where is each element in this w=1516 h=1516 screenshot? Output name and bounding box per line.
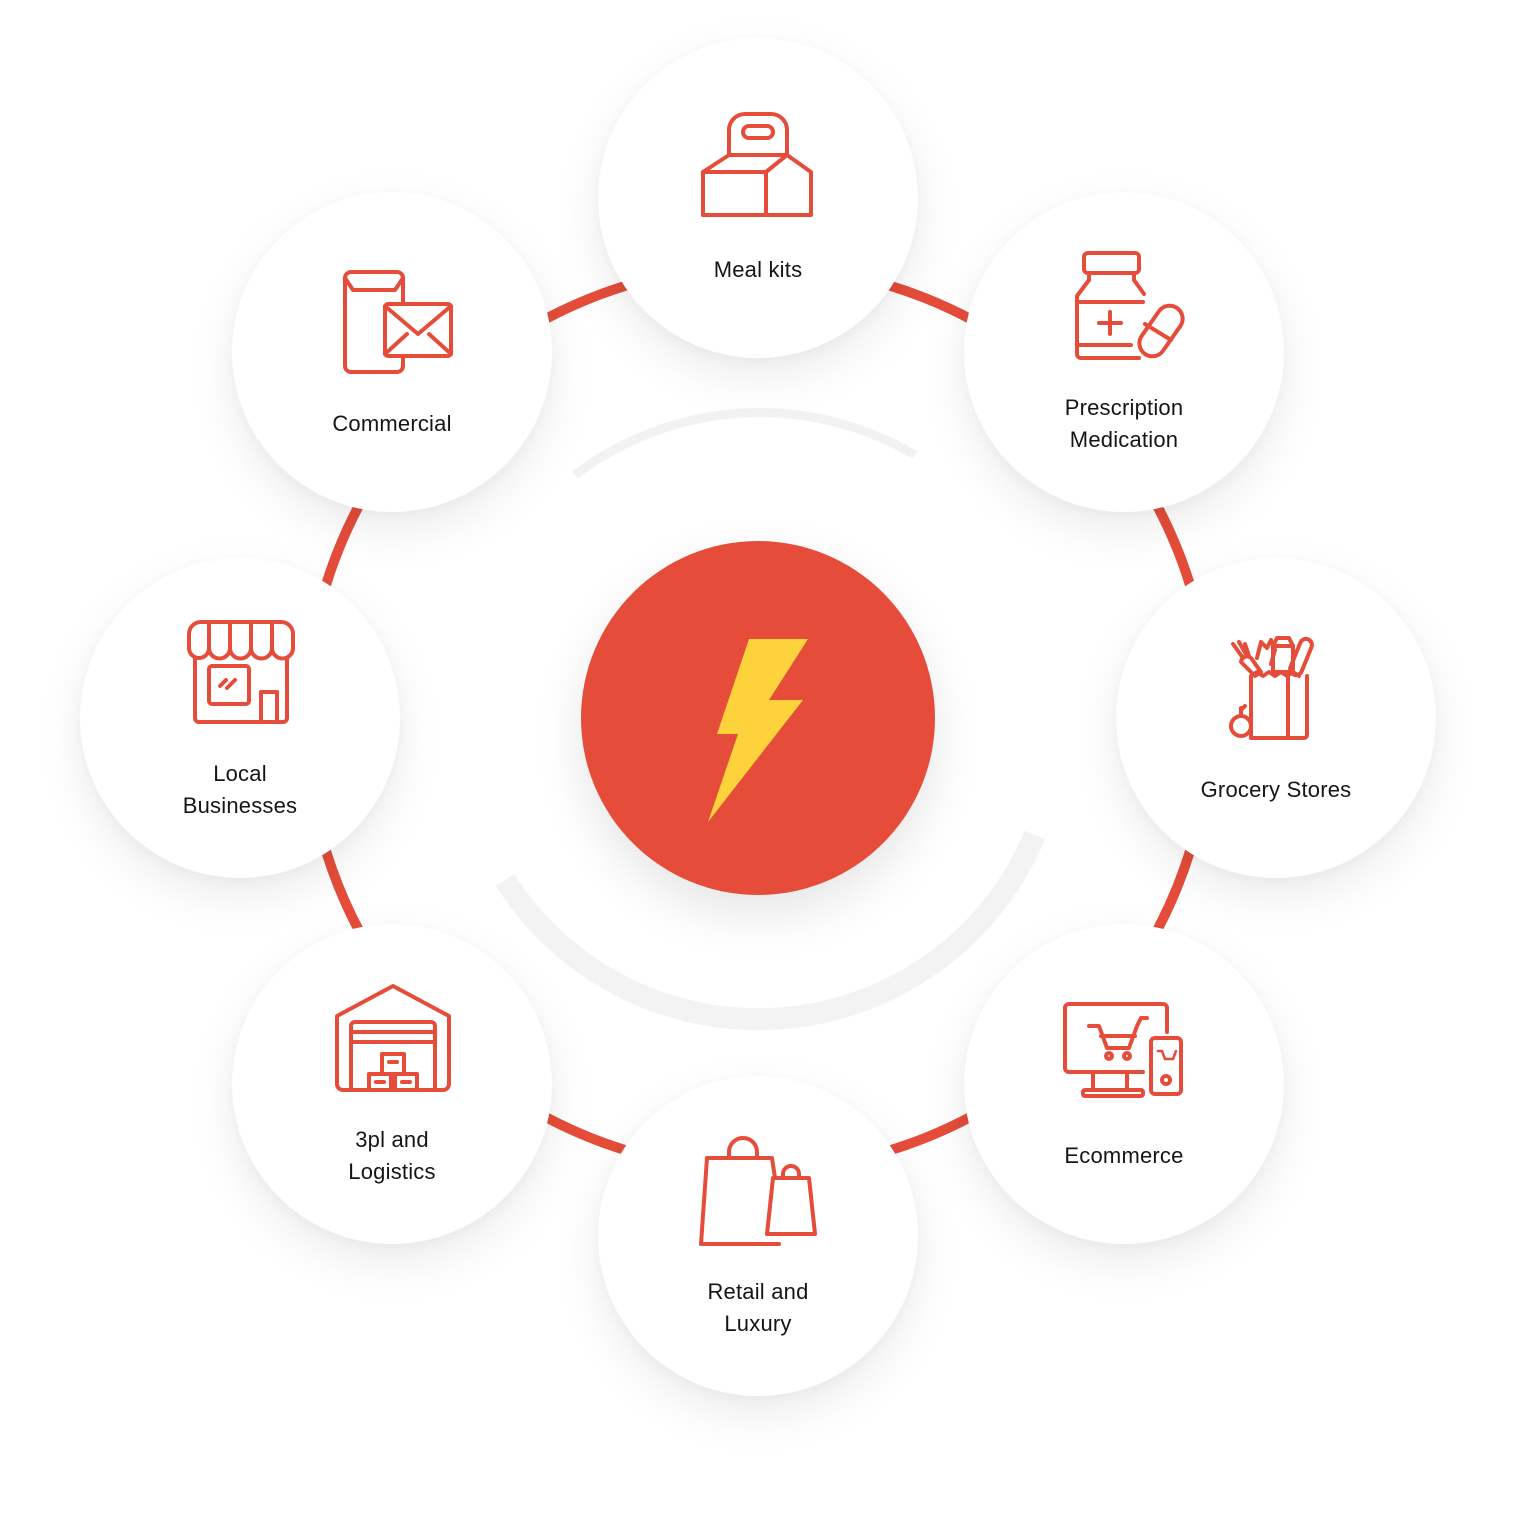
storefront-icon	[175, 614, 305, 734]
node-label: 3pl and Logistics	[348, 1127, 436, 1184]
node-label: Meal kits	[713, 257, 803, 282]
node-grocery-stores[interactable]: Grocery Stores	[1116, 558, 1436, 878]
pill-bottle-icon	[1059, 248, 1189, 368]
node-label: Ecommerce	[1064, 1143, 1184, 1168]
center-hub	[581, 541, 935, 895]
decorative-arc-top	[572, 408, 918, 479]
shopping-bags-icon	[693, 1132, 823, 1252]
computer-cart-icon	[1059, 996, 1189, 1116]
node-label: Retail and Luxury	[707, 1279, 809, 1336]
node-label: Local Businesses	[182, 761, 298, 818]
node-label: Prescription Medication	[1064, 395, 1184, 452]
node-label: Commercial	[332, 411, 452, 436]
node-retail-and-luxury[interactable]: Retail and Luxury	[598, 1076, 918, 1396]
node-3pl-and-logistics[interactable]: 3pl and Logistics	[232, 924, 552, 1244]
node-label: Grocery Stores	[1200, 777, 1352, 802]
decorative-arc-bottom	[495, 830, 1046, 1031]
node-meal-kits[interactable]: Meal kits	[598, 38, 918, 358]
node-commercial[interactable]: Commercial	[232, 192, 552, 512]
grocery-bag-icon	[1211, 630, 1341, 750]
node-ecommerce[interactable]: Ecommerce	[964, 924, 1284, 1244]
lightning-bolt-icon	[708, 639, 808, 822]
meal-kit-box-icon	[693, 110, 823, 230]
node-prescription-medication[interactable]: Prescription Medication	[964, 192, 1284, 512]
warehouse-icon	[327, 980, 457, 1100]
node-local-businesses[interactable]: Local Businesses	[80, 558, 400, 878]
envelope-icon	[327, 264, 457, 384]
